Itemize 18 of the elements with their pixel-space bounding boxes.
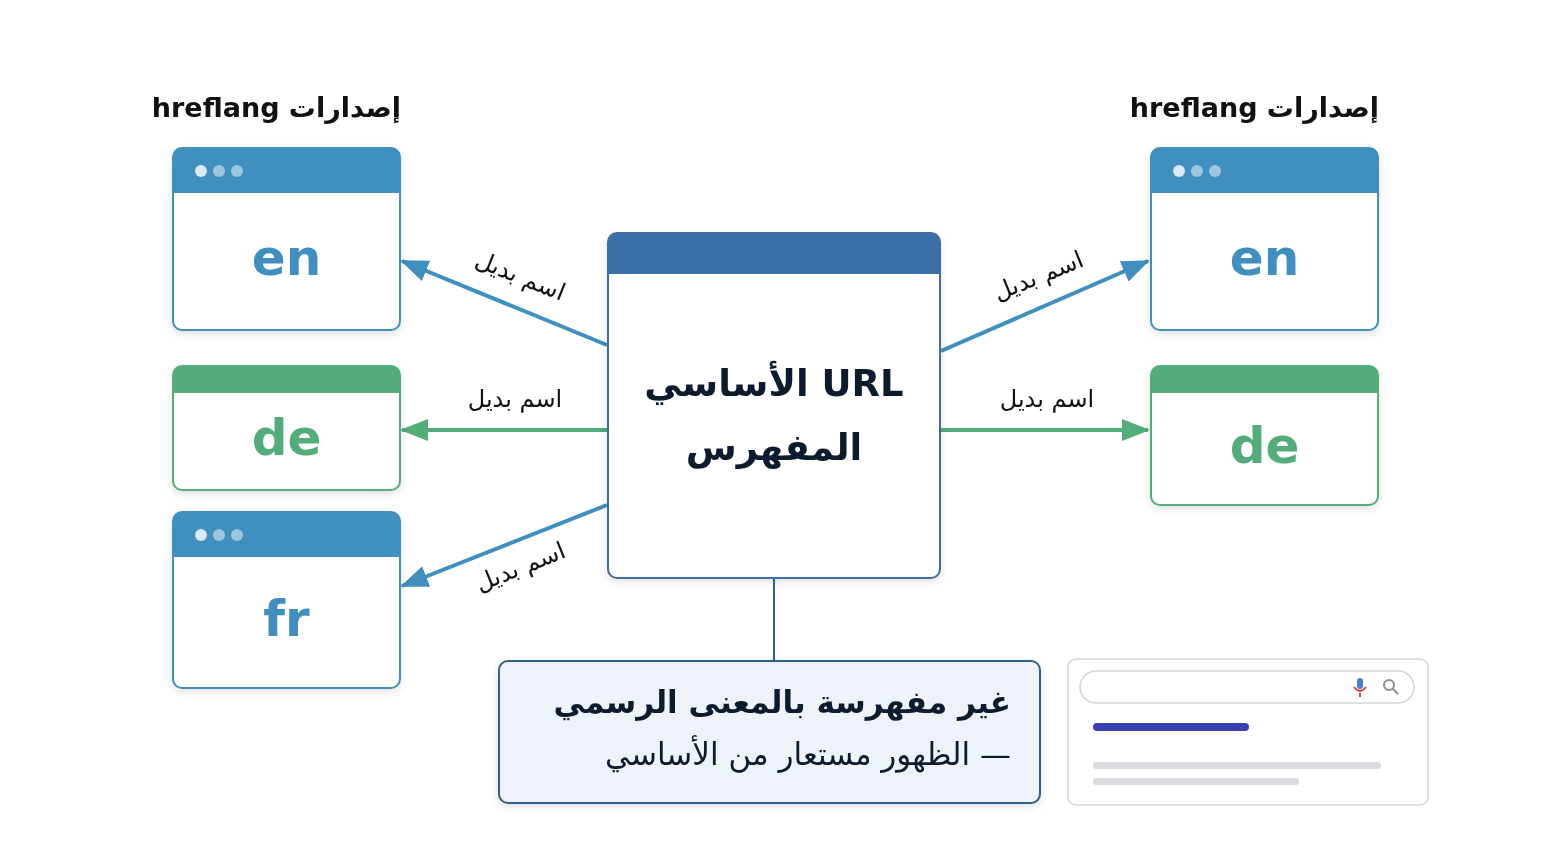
page-title: URL الأساسي المفهرس <box>643 359 905 471</box>
note-text: — الظهور مستعار من الأساسي <box>605 736 1011 772</box>
language-code: fr <box>262 590 311 648</box>
note-heading: غير مفهرسة بالمعنى الرسمي <box>553 684 1011 720</box>
column-heading: إصدارات hreflang <box>151 92 401 123</box>
arrow <box>400 503 608 588</box>
connector-line <box>773 578 775 661</box>
language-code: en <box>1228 229 1301 287</box>
language-code: en <box>250 229 323 287</box>
language-code: de <box>250 409 323 467</box>
arrow <box>400 419 607 441</box>
page-window <box>607 232 941 579</box>
note-box <box>498 660 1041 804</box>
arrow <box>941 419 1150 441</box>
arrow <box>400 259 608 347</box>
arrow <box>940 259 1150 353</box>
column-heading: إصدارات hreflang <box>1129 92 1379 123</box>
language-code: de <box>1228 416 1301 475</box>
